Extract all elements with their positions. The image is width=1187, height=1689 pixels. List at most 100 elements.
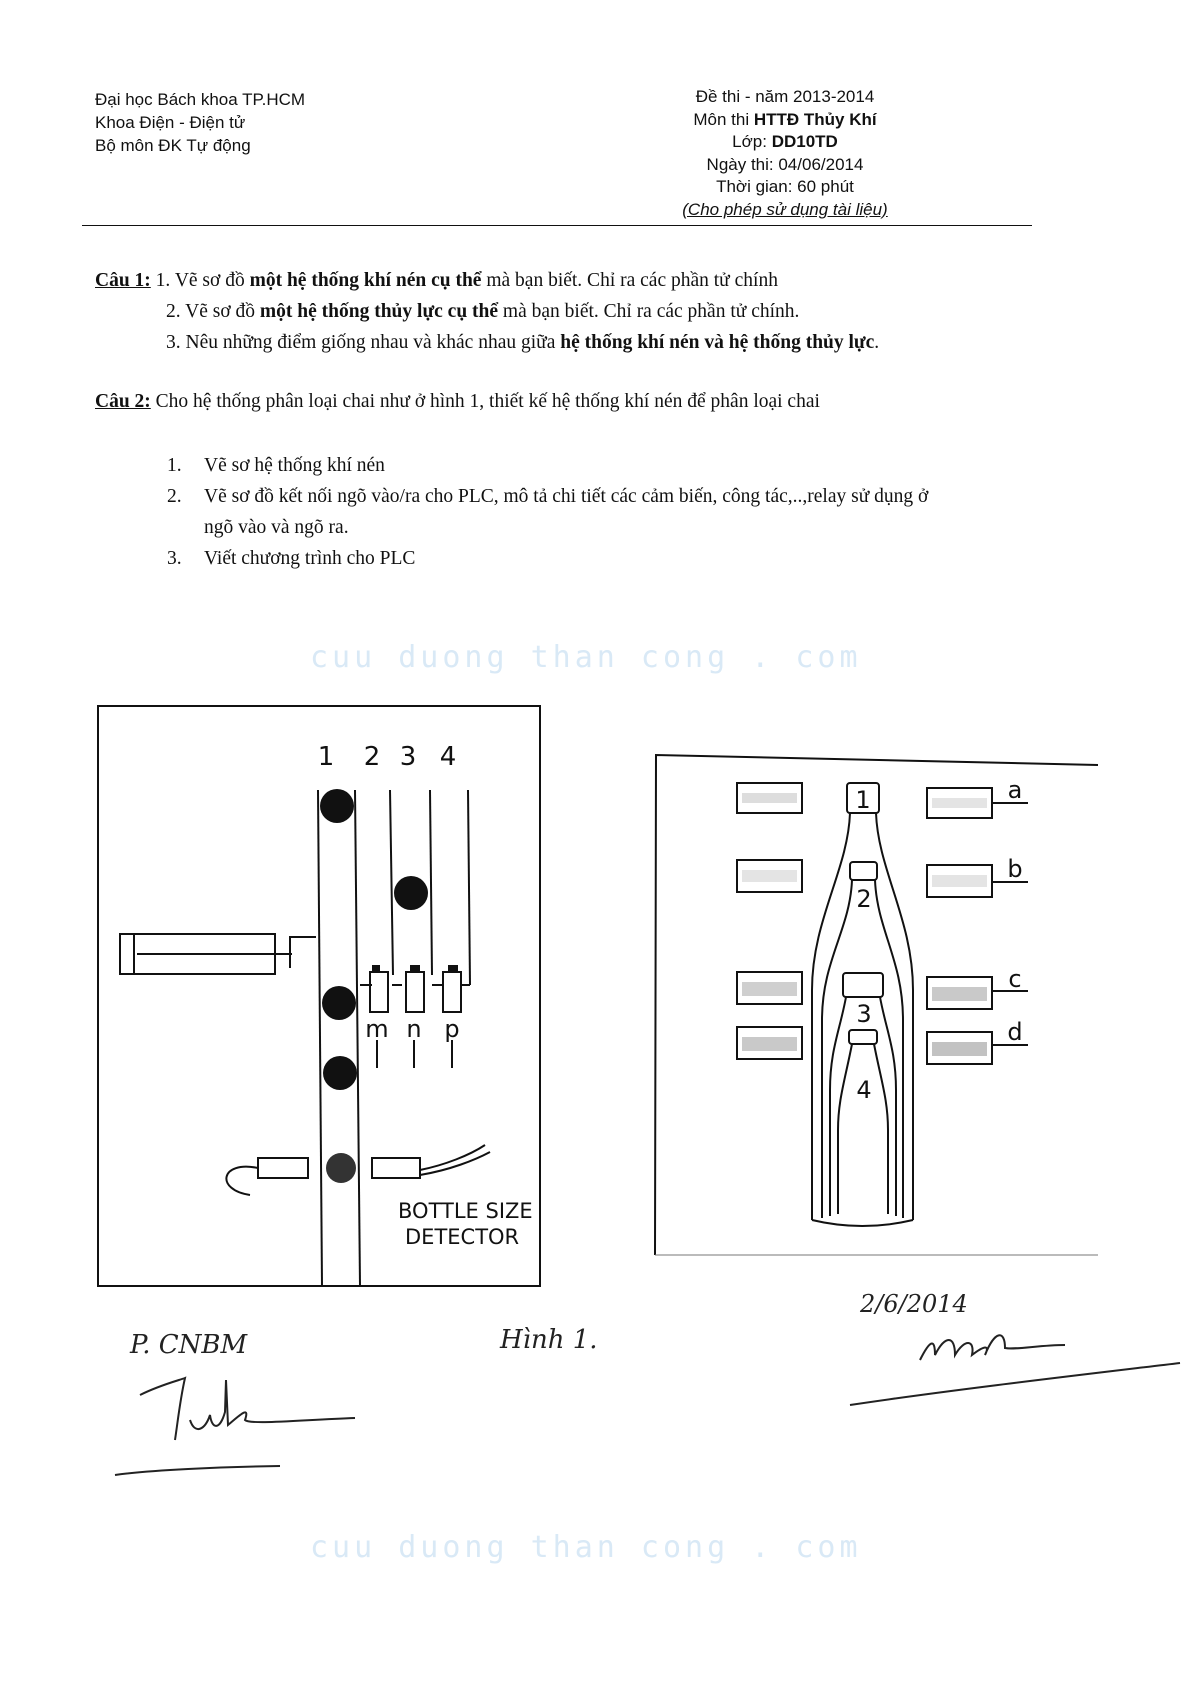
sensor-texture <box>932 798 987 808</box>
handwritten-date: 2/6/2014 <box>860 1290 968 1318</box>
note: (Cho phép sử dụng tài liệu) <box>682 199 888 219</box>
exam-year: Đề thi - năm 2013-2014 <box>695 87 875 106</box>
bottle-label: 3 <box>856 1000 871 1028</box>
bottle <box>322 986 356 1020</box>
left-sensor-box <box>736 1026 803 1060</box>
sensor-texture <box>932 1042 987 1056</box>
figure-right-frame <box>654 753 1099 1256</box>
caption: BOTTLE SIZE <box>398 1199 533 1223</box>
bottle <box>394 876 428 910</box>
bottle-base <box>811 1219 914 1227</box>
sensor-label: b <box>1007 855 1022 883</box>
sensor-label: p <box>444 1015 459 1043</box>
bottle-label: 1 <box>855 786 870 814</box>
sensor-label: d <box>1007 1018 1022 1046</box>
sensor-texture <box>932 987 987 1001</box>
lane-label: 3 <box>400 742 417 772</box>
bottle-2-cap <box>849 861 878 881</box>
sensor-cap <box>372 965 380 972</box>
signatures <box>114 1334 1181 1476</box>
right-sensor-box <box>926 976 993 1010</box>
lane-line <box>467 789 471 986</box>
sensor-textures <box>742 793 987 1056</box>
bottle-4-cap <box>848 1029 878 1045</box>
sensor-texture <box>742 870 797 882</box>
department: Bộ môn ĐK Tự động <box>95 136 251 155</box>
left-sensor-box <box>736 782 803 814</box>
bottle-1-cap <box>846 782 880 814</box>
sensor-label: m <box>365 1015 388 1043</box>
lane-line <box>317 789 323 1287</box>
subject: Môn thi HTTĐ Thủy Khí <box>693 109 877 129</box>
bottle-3-cap <box>842 972 884 998</box>
lane-label: 2 <box>364 742 381 772</box>
question-2-list: 1.Vẽ sơ hệ thống khí nén 2.Vẽ sơ đồ kết … <box>167 450 928 574</box>
list-item: 2.Vẽ sơ đồ kết nối ngõ vào/ra cho PLC, m… <box>167 486 929 507</box>
sensor-label: a <box>1008 776 1023 804</box>
bottle-label: 4 <box>856 1076 871 1104</box>
sensor-n <box>405 971 425 1013</box>
handwritten-note: P. CNBM <box>130 1330 248 1360</box>
sensor-texture <box>932 875 987 887</box>
header-divider <box>82 225 1032 226</box>
bottle-3-outline <box>829 996 897 1216</box>
question-2: Câu 2: Cho hệ thống phân loại chai như ở… <box>95 391 820 412</box>
pusher <box>289 936 316 968</box>
bottle <box>323 1056 357 1090</box>
bottle-2-outline <box>821 879 904 1218</box>
caption: DETECTOR <box>405 1225 519 1249</box>
left-sensor-box <box>736 859 803 893</box>
question-1-item: Câu 1: 1. Vẽ sơ đồ một hệ thống khí nén … <box>95 270 778 291</box>
lane-line <box>429 789 433 976</box>
list-item: 3.Viết chương trình cho PLC <box>167 548 416 569</box>
right-sensor-box <box>926 1031 993 1065</box>
figure-left-sorting-system <box>97 705 541 1287</box>
signature-right <box>919 1334 1066 1361</box>
bottle <box>320 789 354 823</box>
cable <box>419 1144 491 1176</box>
lane-label: 1 <box>318 742 335 772</box>
left-sensor-box <box>736 971 803 1005</box>
header-right: Đề thi - năm 2013-2014 Môn thi HTTĐ Thủy… <box>620 86 950 221</box>
lane-label: 4 <box>440 742 457 772</box>
watermark: cuu duong than cong . com <box>310 1530 862 1565</box>
figure-left-frame <box>97 705 541 1287</box>
list-item: 1.Vẽ sơ hệ thống khí nén <box>167 455 385 476</box>
bottle-labels: 1 2 3 4 a b c d <box>855 776 1022 1104</box>
faculty: Khoa Điện - Điện tử <box>95 113 246 132</box>
sensor-label: n <box>406 1015 421 1043</box>
bottle-label: 2 <box>856 885 871 913</box>
class: Lớp: DD10TD <box>732 132 838 151</box>
question-1-item: 3. Nêu những điểm giống nhau và khác nha… <box>166 332 880 353</box>
lane-line <box>389 789 394 976</box>
lane-line <box>354 789 361 1287</box>
handwritten-figure-caption: Hình 1. <box>500 1325 598 1355</box>
watermark: cuu duong than cong . com <box>310 640 862 675</box>
sensor-texture <box>742 793 797 803</box>
question-1-item: 2. Vẽ sơ đồ một hệ thống thủy lực cụ thể… <box>166 301 800 322</box>
bottles-top-view <box>320 789 458 1183</box>
sensor-texture <box>742 982 797 996</box>
sensor-p <box>442 971 462 1013</box>
sensor-cap <box>448 965 458 972</box>
underline-right <box>849 1362 1181 1406</box>
signature-left <box>139 1376 356 1441</box>
underline-left <box>114 1465 281 1476</box>
header-left: Đại học Bách khoa TP.HCM Khoa Điện - Điệ… <box>95 88 305 157</box>
cable <box>225 1165 259 1196</box>
sensor-cap <box>410 965 420 972</box>
exam-date: Ngày thi: 04/06/2014 <box>706 154 864 174</box>
bottle-1-outline <box>811 812 914 1220</box>
bottle-4-outline <box>837 1043 889 1214</box>
figure-right-bottle-sizes <box>654 753 1099 1256</box>
detector-emitter <box>257 1157 309 1179</box>
university: Đại học Bách khoa TP.HCM <box>95 90 306 109</box>
duration: Thời gian: 60 phút <box>716 177 854 196</box>
list-item-continued: ngõ vào và ngõ ra. <box>204 517 349 538</box>
sensor-m <box>369 971 389 1013</box>
sensor-label: c <box>1008 965 1021 993</box>
bottle <box>326 1153 356 1183</box>
sensor-texture <box>742 1037 797 1051</box>
question-1: Câu 1: 1. Vẽ sơ đồ một hệ thống khí nén … <box>95 265 879 358</box>
